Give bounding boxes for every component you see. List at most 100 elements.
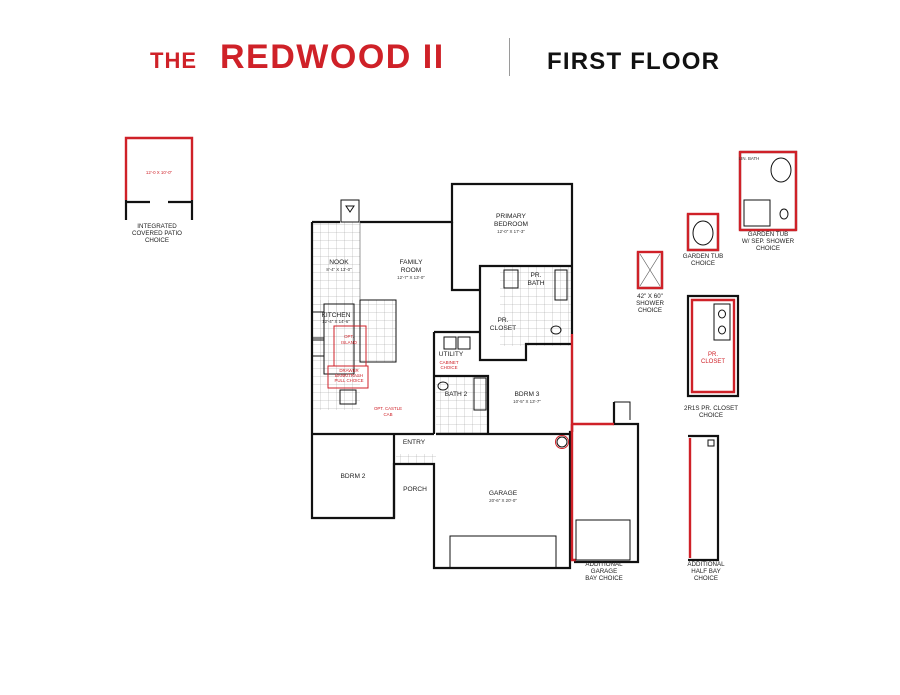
closet-sink-2 <box>718 325 726 335</box>
option-covered-patio: 12'-0 X 10'-0" INTEGRATED COVERED PATIO … <box>124 136 194 244</box>
patio-caption-1: INTEGRATED <box>137 223 177 230</box>
room-primary-dims: 12'-0" X 17'-3" <box>497 229 525 234</box>
water-heater-red <box>555 435 569 449</box>
room-prbath-label-1: PR. <box>531 272 542 279</box>
patio-dims: 12'-0 X 10'-0" <box>146 170 173 175</box>
room-nook-label: NOOK <box>329 259 349 266</box>
option-half-bay: ADDITIONAL HALF BAY CHOICE <box>687 434 725 582</box>
bay-red-outline <box>570 422 614 562</box>
shower-diag-2 <box>639 253 661 287</box>
drawer-bank-outline <box>327 365 369 389</box>
option-garage-bay: ADDITIONAL GARAGE BAY CHOICE <box>570 401 640 582</box>
window-marker <box>345 205 355 213</box>
room-garage-dims: 20'-6" X 20'-0" <box>489 498 517 503</box>
shower-caption-3: CHOICE <box>638 307 662 314</box>
gts-toilet <box>779 208 789 220</box>
opt-island-note-2: ISLAND <box>341 340 357 345</box>
option-garden-tub-shower: LIN. BATH GARDEN TUB W/ SEP. SHOWER CHOI… <box>738 150 798 252</box>
room-bdrm3-label: BDRM 3 <box>515 391 540 398</box>
room-garage-label: GARAGE <box>489 490 518 497</box>
primary-toilet <box>550 325 562 335</box>
drawer-bank-note-2: BANK/TRASH <box>335 373 363 378</box>
range <box>339 389 357 405</box>
washer <box>443 336 457 350</box>
shower-caption-1: 42" X 60" <box>637 293 663 300</box>
patio-caption-2: COVERED PATIO <box>132 230 182 237</box>
halfbay-caption-3: CHOICE <box>694 575 718 582</box>
interior-walls <box>312 222 572 518</box>
patio-wall-stub <box>124 200 194 220</box>
bath2-toilet <box>437 381 449 391</box>
halfbay-walls <box>688 434 720 562</box>
bay-walls <box>574 402 640 564</box>
kitchen-tile-floor-2 <box>360 300 396 362</box>
drawer-bank-note-3: PULL CHOICE <box>334 378 363 383</box>
room-porch-label: PORCH <box>403 486 427 493</box>
cabinet-choice-note-1: CABINET <box>439 360 458 365</box>
option-shower: 42" X 60" SHOWER CHOICE <box>636 250 664 314</box>
closet-walls <box>686 294 740 398</box>
room-primary-label-1: PRIMARY <box>496 213 527 220</box>
drawer-bank-note-1: DRAWER <box>339 368 358 373</box>
room-family-dims: 12'-7" X 13'-0" <box>397 275 425 280</box>
room-kitchen-label: KITCHEN <box>322 312 351 319</box>
gts-caption-3: CHOICE <box>756 245 780 252</box>
nook-window-bay <box>340 199 360 223</box>
closet-red-outline <box>690 298 736 394</box>
closet-caption-1: 2R1S PR. CLOSET <box>684 405 738 412</box>
bay-door <box>575 519 631 561</box>
bay-caption-2: GARAGE <box>591 568 617 575</box>
bay-caption-3: BAY CHOICE <box>585 575 623 582</box>
gts-caption-1: GARDEN TUB <box>748 231 788 238</box>
gts-tub <box>770 157 792 183</box>
bath2-tub <box>473 377 487 411</box>
primary-tub <box>554 269 568 301</box>
room-bdrm2-label: BDRM 2 <box>341 473 366 480</box>
gts-red-outline <box>738 150 798 232</box>
primary-vanity <box>503 269 519 289</box>
halfbay-caption-2: HALF BAY <box>691 568 720 575</box>
room-kitchen-dims: 12'-4" X 14'-6" <box>322 319 350 324</box>
room-nook-dims: 8'-4" X 13'-0" <box>326 267 352 272</box>
gts-walls <box>738 150 798 232</box>
shower-caption-2: SHOWER <box>636 300 664 307</box>
halfbay-post <box>707 439 715 447</box>
room-prbath-label-2: BATH <box>527 280 544 287</box>
dryer <box>457 336 471 350</box>
gts-caption-2: W/ SEP. SHOWER <box>742 238 795 245</box>
room-prcloset-label-1: PR. <box>498 317 509 324</box>
patio-red-outline <box>124 136 194 200</box>
gts-shower <box>743 199 771 227</box>
cabinet-choice-note-2: CHOICE <box>440 365 457 370</box>
closet-sink-1 <box>718 309 726 319</box>
bay-notch <box>614 401 631 420</box>
main-floor-plan: NOOK 8'-4" X 13'-0" FAMILY ROOM 12'-7" X… <box>310 182 574 570</box>
castle-cab-note-1: OPT. CASTLE <box>374 406 402 411</box>
bay-caption-1: ADDITIONAL <box>585 561 623 568</box>
opt-island-note-1: OPT. <box>344 334 354 339</box>
garage-door <box>449 535 557 569</box>
entry-tile <box>396 454 436 464</box>
patio-caption-3: CHOICE <box>145 237 169 244</box>
closet-caption-2: CHOICE <box>699 412 723 419</box>
room-bdrm3-dims: 10'-5" X 13'-7" <box>513 399 541 404</box>
room-entry-label: ENTRY <box>403 439 426 446</box>
option-pr-closet: PR. CLOSET 2R1S PR. CLOSET CHOICE <box>684 294 740 419</box>
title-prefix: THE <box>150 48 197 73</box>
plan-title: REDWOOD II <box>220 38 445 76</box>
kitchen-counter-outline <box>359 299 397 363</box>
kitchen-cabinet-run <box>323 303 355 375</box>
kitchen-tile-floor <box>312 300 360 410</box>
halfbay-caption-1: ADDITIONAL <box>687 561 725 568</box>
plan-header: THE REDWOOD II FIRST FLOOR <box>0 30 900 90</box>
closet-note-1: PR. <box>708 352 718 358</box>
room-family-label-1: FAMILY <box>400 259 424 266</box>
castle-cab-note-2: CAB <box>383 412 392 417</box>
exterior-wall <box>310 182 574 570</box>
gt-red-outline <box>686 212 720 252</box>
bath2-tile <box>436 376 488 434</box>
closet-vanity <box>713 303 731 341</box>
gt-caption-2: CHOICE <box>691 260 715 267</box>
title-divider <box>509 38 510 76</box>
